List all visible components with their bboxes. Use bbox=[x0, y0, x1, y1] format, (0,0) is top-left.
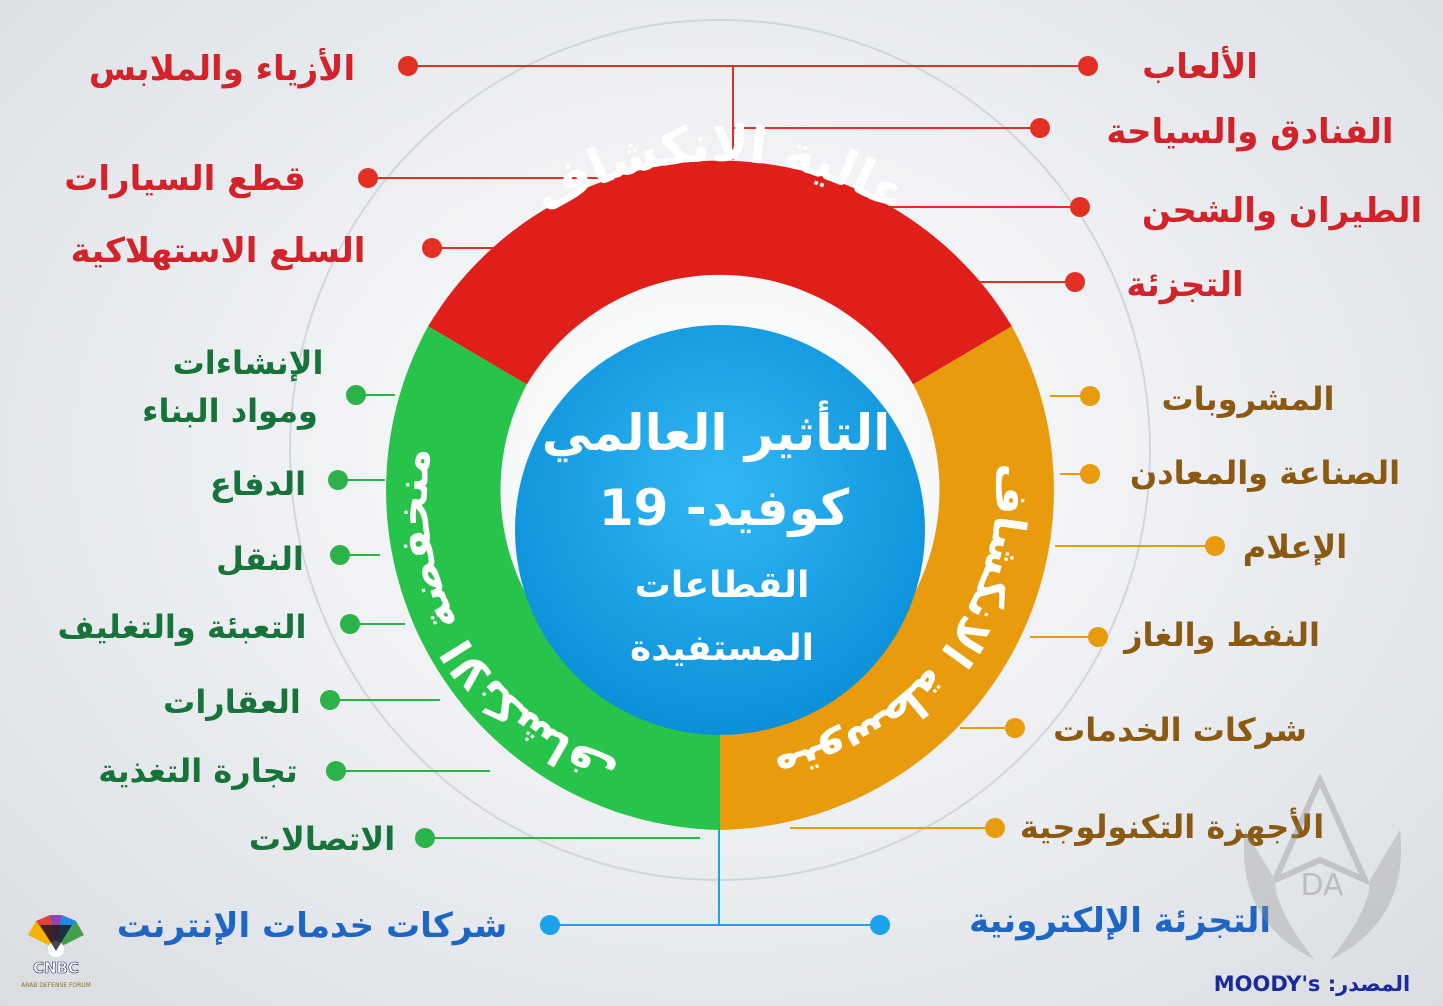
high-item-consumer-goods: السلع الاستهلاكية bbox=[71, 231, 366, 271]
svg-text:CNBC: CNBC bbox=[33, 959, 79, 977]
low-dot bbox=[415, 828, 435, 848]
high-item-games: الألعاب bbox=[1142, 45, 1258, 87]
low-item-construction: الإنشاءات bbox=[173, 344, 324, 382]
medium-item-industry-metals: الصناعة والمعادن bbox=[1130, 454, 1400, 492]
high-item-retail: التجزئة bbox=[1126, 265, 1243, 305]
low-dot bbox=[330, 545, 350, 565]
low-item-building-materials: ومواد البناء bbox=[142, 392, 318, 430]
medium-dot bbox=[1005, 718, 1025, 738]
center-title-line2: كوفيد- 19 bbox=[599, 479, 850, 538]
low-item-telecom: الاتصالات bbox=[249, 820, 395, 858]
high-dot bbox=[398, 56, 418, 76]
low-dot bbox=[326, 761, 346, 781]
beneficiary-internet-services: شركات خدمات الإنترنت bbox=[117, 906, 508, 946]
low-dot bbox=[340, 614, 360, 634]
high-dot bbox=[1030, 118, 1050, 138]
high-item-fashion: الأزياء والملابس bbox=[89, 47, 355, 89]
medium-dot bbox=[1080, 464, 1100, 484]
high-dot bbox=[358, 168, 378, 188]
svg-text:DA: DA bbox=[1300, 868, 1344, 903]
center-subtitle-line1: القطاعات bbox=[635, 565, 810, 606]
high-connectors bbox=[368, 65, 1088, 283]
medium-item-tech-devices: الأجهزة التكنولوجية bbox=[1020, 807, 1324, 846]
low-item-food-trade: تجارة التغذية bbox=[98, 752, 298, 790]
ring-high-segment bbox=[428, 160, 1012, 385]
low-dot bbox=[320, 690, 340, 710]
beneficiary-connectors bbox=[550, 830, 880, 926]
center-circle bbox=[515, 325, 925, 735]
svg-text:ARAB DEFENSE FORUM: ARAB DEFENSE FORUM bbox=[21, 982, 91, 989]
medium-item-service-companies: شركات الخدمات bbox=[1053, 711, 1307, 749]
beneficiary-dot bbox=[870, 915, 890, 935]
center-title-line1: التأثير العالمي bbox=[542, 400, 891, 463]
cnbc-logo: CNBC ARAB DEFENSE FORUM bbox=[21, 915, 91, 989]
beneficiary-e-retail: التجزئة الإلكترونية bbox=[969, 901, 1271, 941]
center-subtitle-line2: المستفيدة bbox=[630, 628, 814, 669]
medium-dot bbox=[985, 818, 1005, 838]
low-item-real-estate: العقارات bbox=[163, 683, 301, 721]
low-dot bbox=[328, 470, 348, 490]
high-dot bbox=[422, 238, 442, 258]
medium-item-media: الإعلام bbox=[1243, 528, 1347, 566]
low-item-defense: الدفاع bbox=[210, 465, 306, 503]
high-item-aviation-shipping: الطيران والشحن bbox=[1142, 191, 1422, 231]
medium-dot bbox=[1080, 386, 1100, 406]
medium-item-beverages: المشروبات bbox=[1162, 380, 1335, 418]
source-credit: المصدر: MOODY's bbox=[1213, 972, 1411, 996]
low-item-packaging: التعبئة والتغليف bbox=[57, 608, 306, 646]
high-item-hotels-tourism: الفنادق والسياحة bbox=[1106, 112, 1393, 152]
high-dot bbox=[1065, 272, 1085, 292]
medium-dot bbox=[1088, 627, 1108, 647]
high-item-auto-parts: قطع السيارات bbox=[64, 159, 306, 199]
medium-dot bbox=[1205, 536, 1225, 556]
low-item-transport: النقل bbox=[216, 540, 304, 578]
beneficiary-dot bbox=[540, 915, 560, 935]
high-dot bbox=[1070, 197, 1090, 217]
watermark-emblem-icon: DA bbox=[1243, 772, 1402, 960]
high-dot bbox=[1078, 56, 1098, 76]
medium-item-oil-gas: النفط والغاز bbox=[1122, 616, 1320, 654]
low-dot bbox=[346, 385, 366, 405]
